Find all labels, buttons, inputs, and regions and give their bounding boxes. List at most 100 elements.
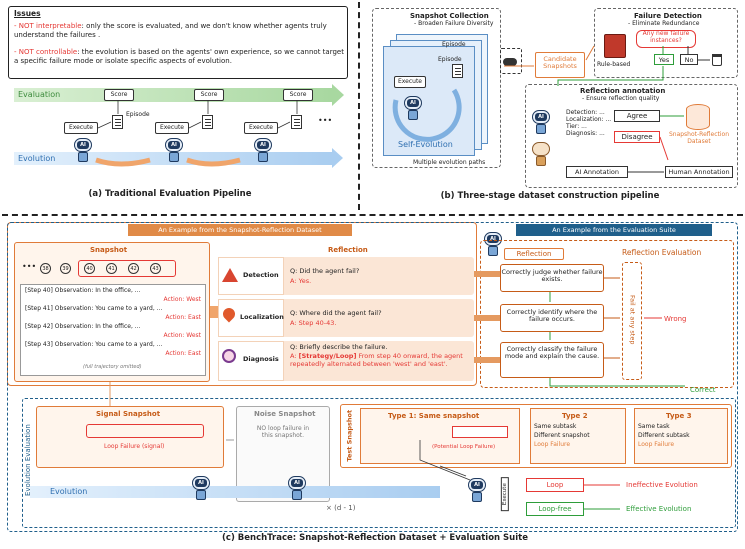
- type3-box: [634, 408, 728, 464]
- execute-box-1: Execute: [64, 122, 98, 134]
- snapshot-collection-box: [372, 8, 501, 168]
- node-41: 41: [106, 263, 117, 274]
- dataset-label: Snapshot-Reflection Dataset: [668, 131, 730, 145]
- human-annotation-box: Human Annotation: [665, 166, 733, 178]
- evaluation-band: [14, 88, 332, 102]
- robot-icon-c-eval: AI: [482, 232, 504, 258]
- test-snapshot-frame: [340, 404, 732, 468]
- database-icon: [686, 104, 710, 130]
- step-40-action: Action: West: [163, 296, 201, 303]
- diagnosis-answer-tag: [Strategy/Loop]: [298, 352, 357, 360]
- step-43-action: Action: East: [165, 350, 201, 357]
- loop-box: Loop: [526, 478, 584, 492]
- detection-label: Detection: [243, 271, 279, 279]
- snapshot-collection-title: Snapshot Collection: [410, 12, 489, 20]
- evolution-band-c: [30, 486, 440, 498]
- magnifier-icon: [222, 349, 236, 363]
- score-box-1: Score: [104, 89, 134, 101]
- caption-c: (c) BenchTrace: Snapshot-Reflection Data…: [222, 533, 528, 543]
- loop-highlight: [78, 260, 176, 277]
- type3-title: Type 3: [666, 412, 692, 420]
- type2-fail: Loop Failure: [534, 441, 571, 448]
- robot-icon-c3: AI: [466, 478, 488, 504]
- yes-box: Yes: [654, 54, 674, 65]
- episode-label-1: Episode: [126, 111, 150, 118]
- diagnosis-question: Q: Briefly describe the failure.: [290, 343, 388, 351]
- robot-icon-c1: AI: [190, 476, 212, 502]
- evolution-arrows: [95, 100, 298, 167]
- rulebook-icon: [604, 34, 626, 58]
- steps-list: [Step 40] Observation: In the office, ..…: [20, 284, 206, 376]
- reflection-pill: Reflection: [504, 248, 564, 260]
- evolution-eval-frame: [22, 398, 736, 528]
- issue-1-text: : only the score is evaluated, and we do…: [14, 22, 327, 40]
- episode-doc-icon-3: [291, 115, 302, 129]
- robot-icon-b: AI: [402, 96, 424, 122]
- localization-answer: A: Step 40-43.: [290, 319, 337, 327]
- candidate-snapshots-box: Candidate Snapshots: [535, 52, 585, 78]
- node-42: 42: [128, 263, 139, 274]
- rule-based-label: Rule-based: [597, 61, 631, 68]
- failure-detection-box: [594, 8, 738, 78]
- diagnosis-answer-text: From step 40 onward, the agent repeatedl…: [290, 352, 463, 368]
- robot-icon-a2: AI: [163, 138, 185, 164]
- ellipsis: •••: [318, 116, 333, 125]
- node-ellipsis: •••: [22, 262, 37, 271]
- ai-annotation-box: AI Annotation: [566, 166, 628, 178]
- judge-diagnosis-box: Correctly classify the failure mode and …: [500, 342, 604, 378]
- type3-line2: Different subtask: [638, 432, 690, 439]
- issue-2-text: : the evolution is based on the agents' …: [14, 48, 344, 66]
- issue-1: - NOT interpretable: only the score is e…: [14, 22, 344, 40]
- diagnosis-label: Diagnosis: [243, 355, 279, 363]
- type3-line1: Same task: [638, 423, 670, 430]
- field-tier: Tier: ...: [566, 122, 587, 130]
- step-42-obs: [Step 42] Observation: In the office, ..…: [25, 323, 141, 330]
- evolution-label: Evolution: [18, 154, 56, 163]
- node-43: 43: [150, 263, 161, 274]
- signal-loop-highlight: [86, 424, 204, 438]
- failure-detection-title: Failure Detection: [634, 12, 702, 20]
- reflection-eval-frame: [480, 240, 734, 388]
- issues-title: Issues: [14, 9, 41, 18]
- step-42-action: Action: West: [163, 332, 201, 339]
- signal-snapshot-title: Signal Snapshot: [96, 410, 161, 418]
- episode-label-b: Episode: [442, 41, 466, 48]
- bracket-icon: [500, 48, 522, 74]
- trajectory-omitted: (full trajectory omitted): [83, 364, 142, 370]
- diagnosis-answer-prefix: A:: [290, 352, 299, 360]
- score-box-3: Score: [283, 89, 313, 101]
- type2-title: Type 2: [562, 412, 588, 420]
- correct-label: Correct: [690, 386, 716, 394]
- times-d-minus-1: × (d - 1): [326, 504, 356, 512]
- loop-free-box: Loop-free: [526, 502, 584, 516]
- human-icon-annot: [530, 142, 552, 168]
- trash-icon: [712, 54, 722, 66]
- fail-any-box: [622, 262, 642, 380]
- field-localization: Localization: ...: [566, 115, 612, 123]
- episode-doc-icon-b: [452, 64, 463, 78]
- detection-label-box: [218, 257, 284, 295]
- evolution-band-head: [332, 148, 343, 168]
- separator-vertical: [358, 2, 360, 210]
- separator-horizontal: [2, 214, 743, 216]
- robot-icon-c2: AI: [286, 476, 308, 502]
- issue-1-prefix: - NOT interpretable: [14, 22, 82, 30]
- reflection-annotation-sub: - Ensure reflection quality: [582, 95, 660, 102]
- snapshot-node-row: ••• 38 39 40 41 42 43: [22, 260, 202, 277]
- caption-a: (a) Traditional Evaluation Pipeline: [88, 189, 252, 199]
- issue-2-prefix: - NOT controllable: [14, 48, 78, 56]
- snapshot-collection-sub: - Broaden Failure Diversity: [414, 20, 494, 27]
- reflection-annotation-box: [525, 84, 738, 188]
- type2-line1: Same subtask: [534, 423, 577, 430]
- disagree-box: Disagree: [614, 131, 660, 143]
- noise-snapshot-text: NO loop failure in this snapshot.: [256, 425, 310, 439]
- node-40: 40: [84, 263, 95, 274]
- field-diagnosis: Diagnosis: ...: [566, 129, 605, 137]
- execute-box-2: Execute: [155, 122, 189, 134]
- node-39: 39: [60, 263, 71, 274]
- question-diamond: Any new failure instances?: [636, 30, 696, 48]
- panel-b-arrows: [504, 45, 710, 173]
- detection-answer: A: Yes.: [290, 277, 312, 285]
- episode-label-b2: Episode: [438, 56, 462, 63]
- loop-failure-signal-label: Loop Failure (signal): [104, 443, 165, 450]
